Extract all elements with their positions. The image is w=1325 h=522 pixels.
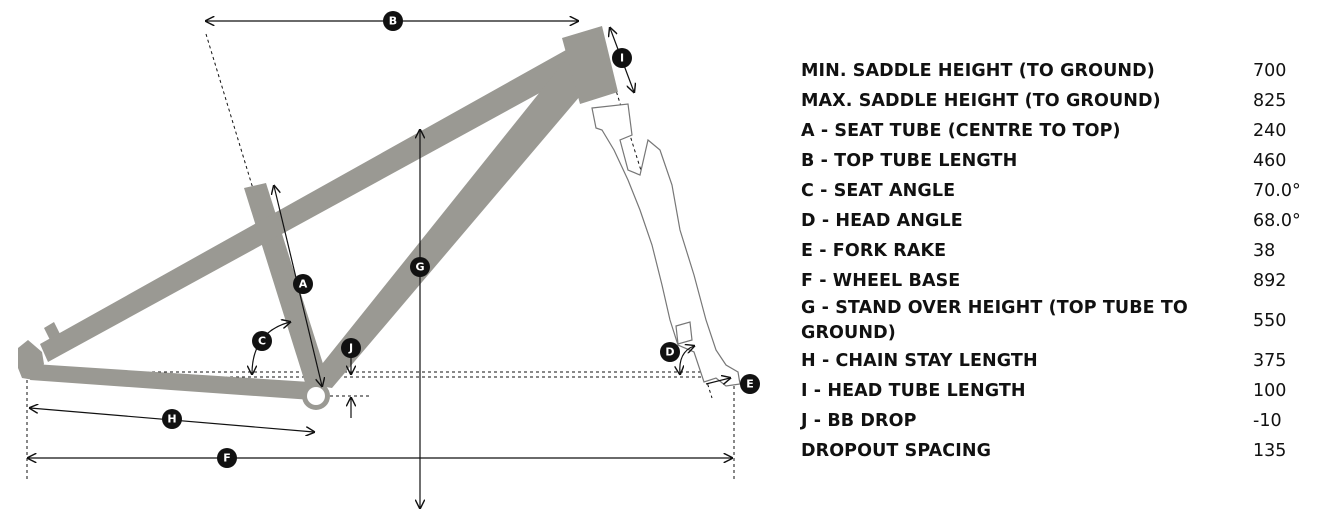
dim-e-fork-rake (705, 378, 730, 384)
svg-text:H: H (167, 413, 176, 426)
badge-e: E (740, 374, 760, 394)
spec-value: 68.0° (1253, 211, 1301, 231)
spec-value: 375 (1253, 351, 1287, 371)
spec-value: 240 (1253, 121, 1287, 141)
spec-value: -10 (1253, 411, 1282, 431)
svg-text:F: F (223, 452, 231, 465)
svg-text:D: D (665, 346, 674, 359)
spec-label: DROPOUT SPACING (801, 440, 992, 461)
spec-value: 135 (1253, 441, 1287, 461)
svg-text:B: B (389, 15, 397, 28)
spec-label: A - SEAT TUBE (CENTRE TO TOP) (801, 120, 1121, 141)
spec-row: I - HEAD TUBE LENGTH 100 (801, 376, 1311, 406)
spec-row: E - FORK RAKE 38 (801, 236, 1311, 266)
spec-label: D - HEAD ANGLE (801, 210, 963, 231)
spec-row: MAX. SADDLE HEIGHT (TO GROUND) 825 (801, 86, 1311, 116)
spec-label: E - FORK RAKE (801, 240, 947, 261)
spec-label: I - HEAD TUBE LENGTH (801, 380, 1026, 401)
spec-label: MAX. SADDLE HEIGHT (TO GROUND) (801, 90, 1161, 111)
spec-label: B - TOP TUBE LENGTH (801, 150, 1018, 171)
spec-value: 892 (1253, 271, 1287, 291)
spec-label: MIN. SADDLE HEIGHT (TO GROUND) (801, 60, 1155, 81)
spec-row: A - SEAT TUBE (CENTRE TO TOP) 240 (801, 116, 1311, 146)
svg-text:G: G (415, 261, 424, 274)
spec-value: 38 (1253, 241, 1276, 261)
fork (591, 103, 741, 387)
spec-value: 460 (1253, 151, 1287, 171)
spec-row: G - STAND OVER HEIGHT (TOP TUBE TO GROUN… (801, 296, 1311, 346)
badge-a: A (293, 274, 313, 294)
spec-row: MIN. SADDLE HEIGHT (TO GROUND) 700 (801, 56, 1311, 86)
spec-value: 550 (1253, 311, 1287, 331)
spec-row: B - TOP TUBE LENGTH 460 (801, 146, 1311, 176)
spec-label: C - SEAT ANGLE (801, 180, 956, 201)
badge-g: G (410, 257, 430, 277)
svg-text:I: I (620, 52, 624, 65)
spec-value: 100 (1253, 381, 1287, 401)
spec-value: 700 (1253, 61, 1287, 81)
dim-d-head-angle-arc (680, 346, 694, 374)
spec-value: 70.0° (1253, 181, 1301, 201)
spec-row: C - SEAT ANGLE 70.0° (801, 176, 1311, 206)
svg-text:J: J (348, 342, 353, 355)
badge-i: I (612, 48, 632, 68)
svg-text:A: A (299, 278, 308, 291)
spec-label: G - STAND OVER HEIGHT (TOP TUBE TO GROUN… (801, 298, 1188, 343)
badge-c: C (252, 331, 272, 351)
spec-row: H - CHAIN STAY LENGTH 375 (801, 346, 1311, 376)
spec-row: D - HEAD ANGLE 68.0° (801, 206, 1311, 236)
badge-j: J (341, 338, 361, 358)
spec-row: J - BB DROP -10 (801, 406, 1311, 436)
spec-label: H - CHAIN STAY LENGTH (801, 350, 1038, 371)
spec-row: F - WHEEL BASE 892 (801, 266, 1311, 296)
spec-label: J - BB DROP (801, 410, 917, 431)
badge-b: B (383, 11, 403, 31)
bike-frame (18, 26, 618, 410)
svg-text:E: E (746, 378, 754, 391)
badge-h: H (162, 409, 182, 429)
spec-row: DROPOUT SPACING 135 (801, 436, 1311, 466)
spec-value: 825 (1253, 91, 1287, 111)
frame-geometry-diagram: B I G A C J D E H F (18, 11, 760, 522)
svg-text:C: C (258, 335, 266, 348)
spec-label: F - WHEEL BASE (801, 270, 961, 291)
badge-d: D (660, 342, 680, 362)
badge-f: F (217, 448, 237, 468)
